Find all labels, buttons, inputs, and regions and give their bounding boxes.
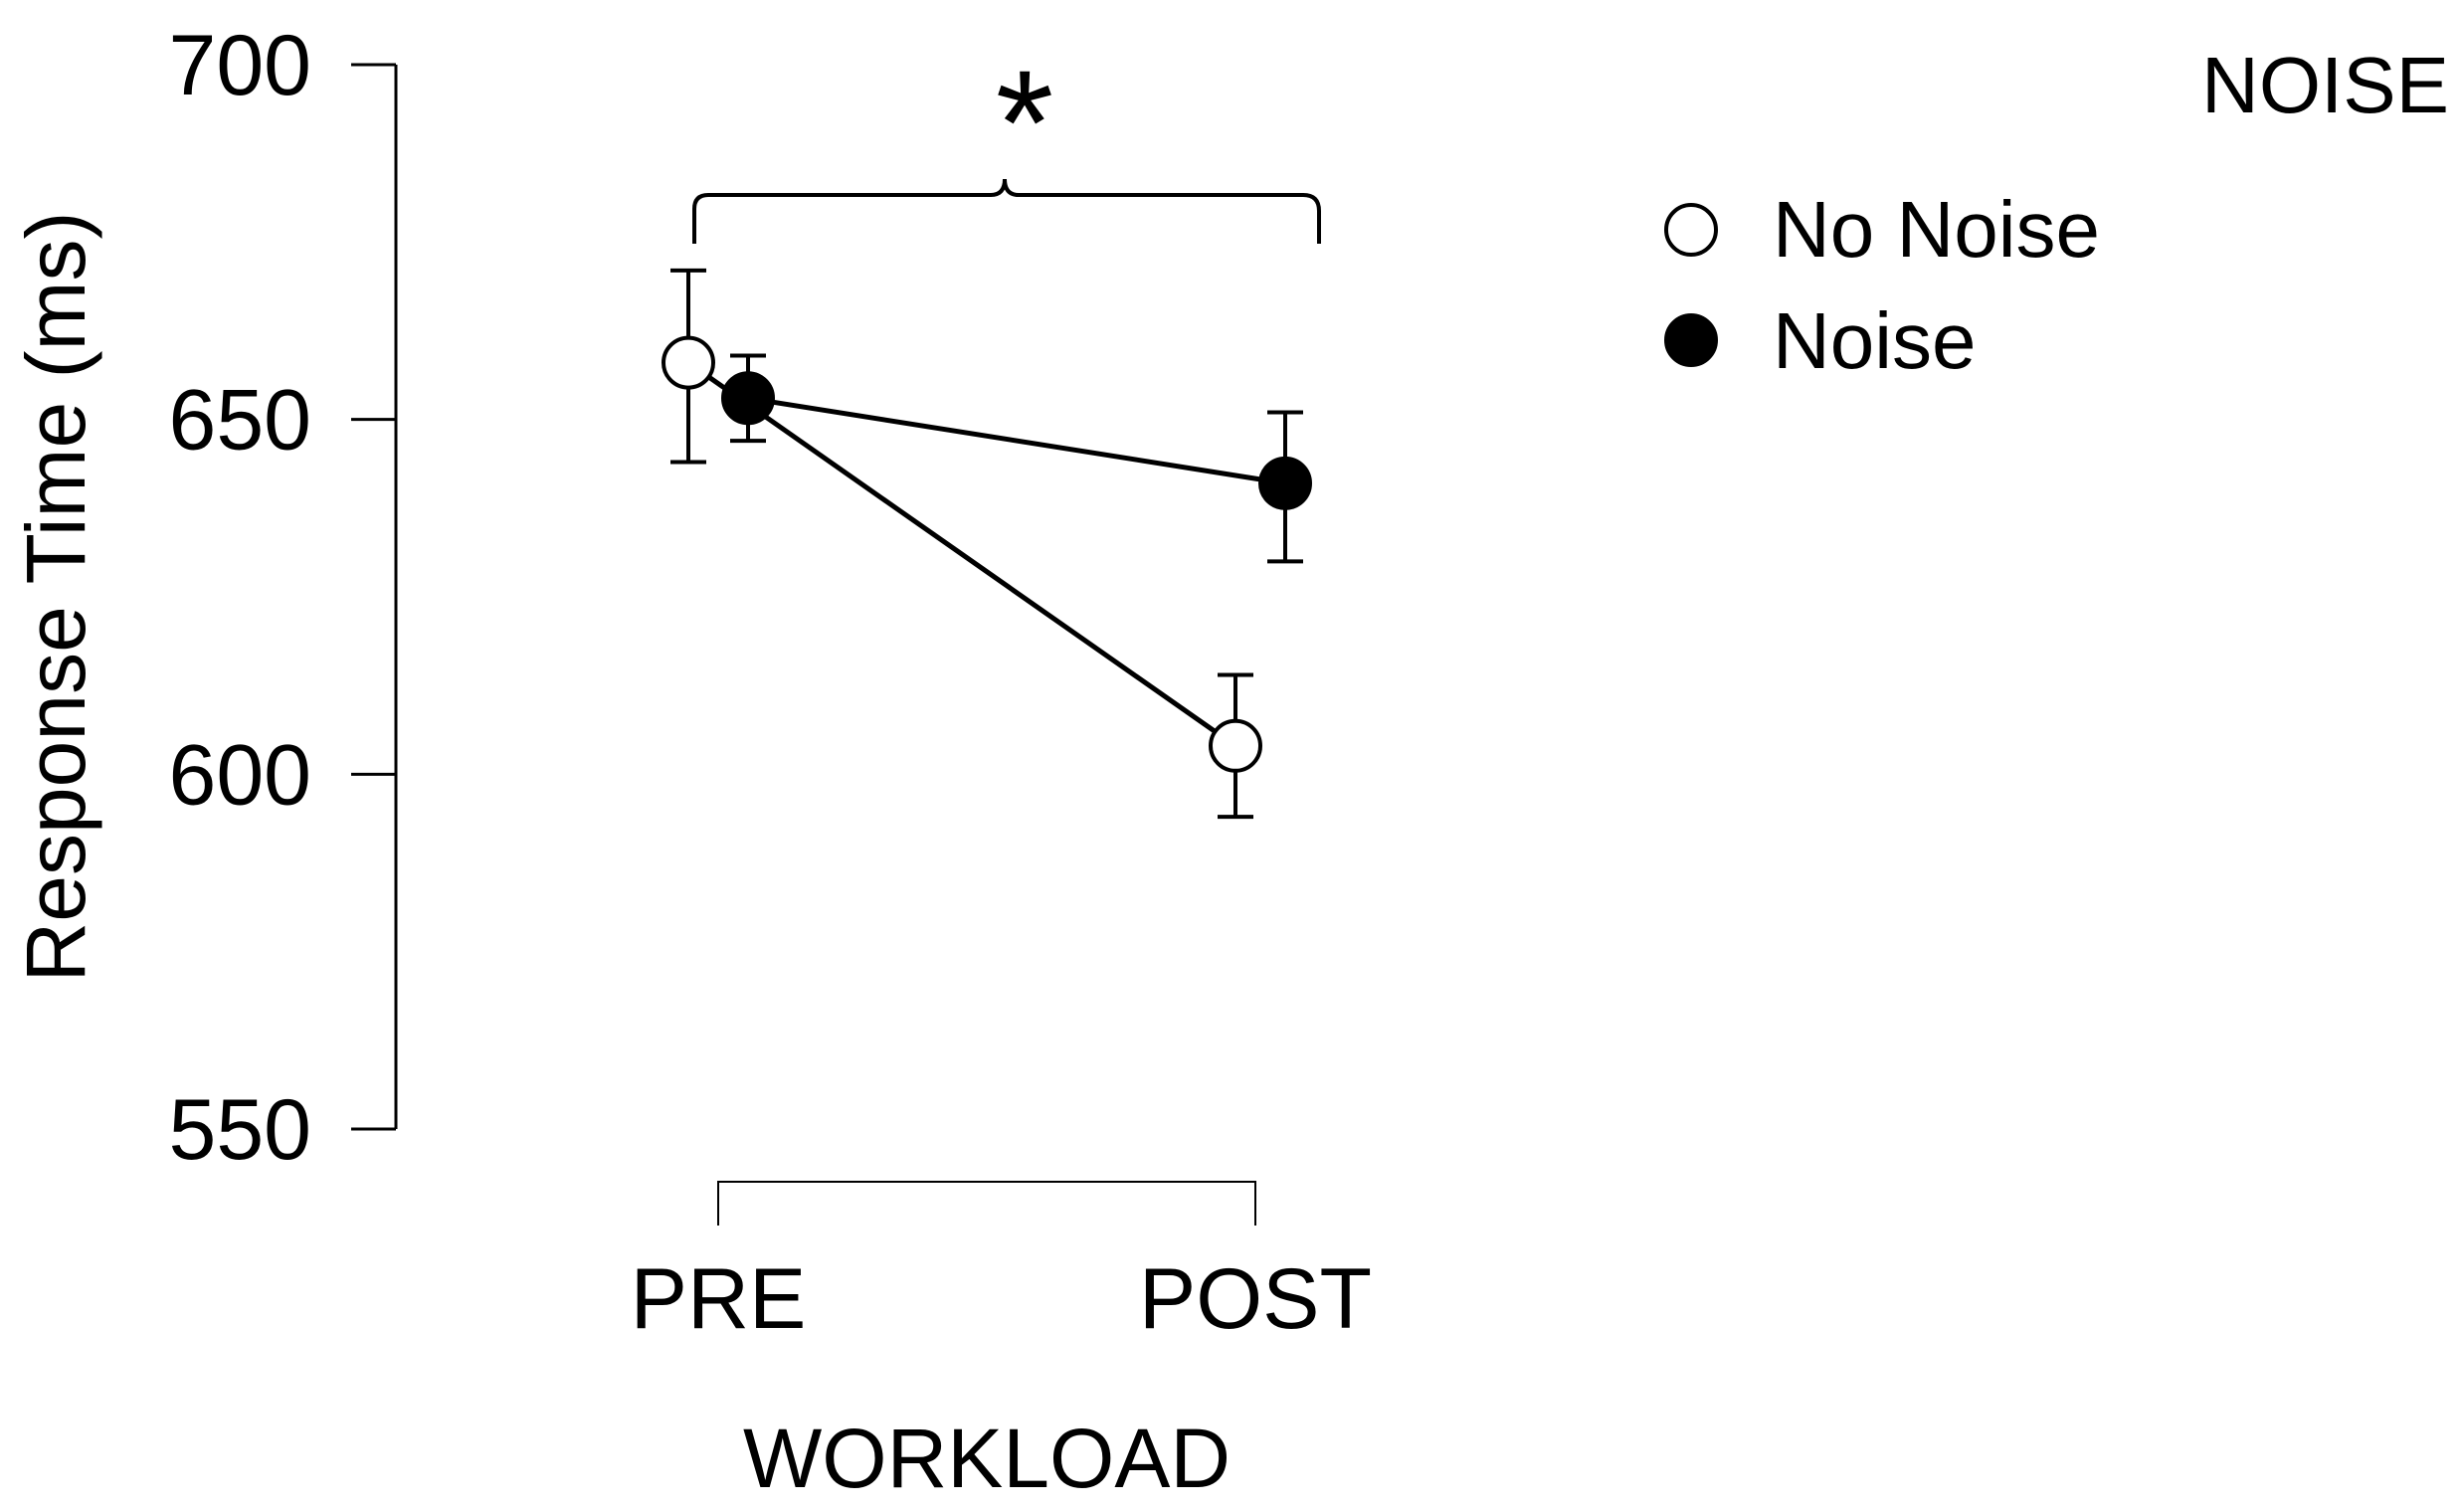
series-no-noise	[662, 268, 1262, 820]
legend-marker-noise	[1664, 313, 1718, 367]
significance-annotation: *	[692, 39, 1321, 244]
significance-star: *	[996, 39, 1053, 206]
significance-bracket	[692, 178, 1321, 244]
x-axis: PRE POST	[631, 1181, 1372, 1347]
legend-item-no-noise: No Noise	[1664, 185, 2100, 274]
data-point-noise	[1258, 456, 1312, 510]
y-tick-label: 700	[169, 18, 312, 113]
y-tick-label: 600	[169, 727, 312, 823]
series-noise	[721, 353, 1312, 564]
legend-label-no-noise: No Noise	[1773, 185, 2100, 274]
y-axis-title: Response Time (ms)	[9, 212, 102, 983]
x-axis-title: WORKLOAD	[743, 1412, 1231, 1505]
y-tick-label: 650	[169, 373, 312, 469]
plot-area	[662, 268, 1312, 820]
legend-label-noise: Noise	[1773, 296, 1977, 385]
x-axis-line	[717, 1181, 1256, 1226]
y-axis: 550 600 650 700	[169, 18, 398, 1178]
y-tick-label: 550	[169, 1082, 312, 1178]
legend-marker-no-noise	[1664, 203, 1718, 257]
legend: NOISE No Noise Noise	[1664, 41, 2449, 385]
series-line-no-noise	[686, 360, 1237, 748]
x-tick-label-pre: PRE	[631, 1251, 807, 1347]
data-point-no-noise	[662, 335, 715, 390]
x-tick-label-post: POST	[1139, 1251, 1372, 1347]
data-point-no-noise	[1209, 718, 1262, 773]
legend-title: NOISE	[2201, 41, 2449, 129]
legend-item-noise: Noise	[1664, 296, 1977, 385]
series-line-noise	[747, 395, 1286, 486]
data-point-noise	[721, 371, 775, 426]
y-ticks: 550 600 650 700	[169, 18, 396, 1178]
